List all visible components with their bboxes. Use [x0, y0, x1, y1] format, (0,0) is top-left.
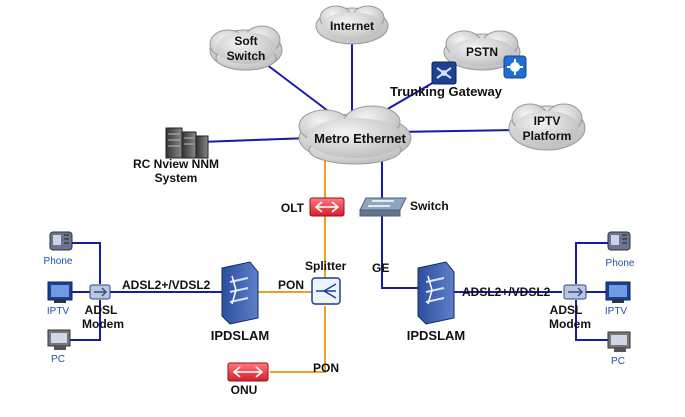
ipdslam-right-icon — [417, 261, 455, 325]
right-cpe-pc-link — [575, 300, 608, 341]
cloud-internet-label: Internet — [330, 19, 374, 33]
pstn-router-icon — [503, 55, 527, 79]
ipdslam-left-icon — [221, 261, 259, 325]
left-modem-label-2: Modem — [82, 317, 124, 331]
right-phone-icon — [607, 231, 631, 251]
adsl-right-label: ADSL2+/VDSL2 — [462, 285, 551, 299]
ipdslam-left-label: IPDSLAM — [211, 328, 270, 343]
left-cpe-phone-link — [70, 242, 101, 284]
left-cpe-pc-link — [70, 300, 101, 341]
left-phone-icon — [49, 231, 73, 251]
right-iptv-icon — [605, 281, 631, 303]
right-modem-label-2: Modem — [549, 317, 591, 331]
link-metro-iptv — [394, 129, 516, 133]
left-iptv-icon — [47, 281, 73, 303]
switch-label: Switch — [410, 199, 449, 213]
cloud-pstn-label: PSTN — [466, 45, 498, 59]
right-modem-label-1: ADSL — [550, 303, 583, 317]
cloud-internet: Internet — [315, 5, 389, 45]
nnm-server-icon — [165, 127, 209, 159]
right-phone-label: Phone — [606, 258, 635, 269]
cloud-metro-label: Metro Ethernet — [314, 131, 406, 146]
nnm-label-1: RC Nview NNM — [133, 157, 219, 171]
right-pc-label: PC — [611, 356, 625, 367]
cloud-iptv-label-1: IPTV — [534, 114, 561, 128]
right-pc-icon — [607, 331, 631, 352]
right-iptv-label: IPTV — [605, 306, 628, 317]
left-phone-label: Phone — [44, 256, 73, 267]
olt-icon — [309, 197, 345, 217]
nnm-label-2: System — [155, 171, 198, 185]
pon-upper-label: PON — [278, 278, 304, 292]
onu-label: ONU — [231, 383, 258, 397]
trunking-gateway-icon — [431, 61, 457, 85]
right-cpe-phone-link — [575, 242, 608, 284]
trunking-gateway-label: Trunking Gateway — [390, 84, 503, 99]
splitter-icon — [311, 277, 341, 305]
left-pc-label: PC — [51, 354, 65, 365]
pon-lower-label: PON — [313, 361, 339, 375]
cloud-iptv-platform: IPTV Platform — [508, 103, 586, 151]
cloud-metro-ethernet: Metro Ethernet — [298, 105, 412, 165]
onu-icon — [227, 362, 269, 382]
switch-icon — [359, 197, 407, 217]
left-modem-icon — [89, 284, 111, 300]
cloud-iptv-label-2: Platform — [523, 129, 572, 143]
left-iptv-label: IPTV — [47, 306, 70, 317]
cloud-soft-switch: Soft Switch — [209, 25, 283, 71]
cloud-soft-switch-label-2: Switch — [227, 49, 266, 63]
left-modem-label-1: ADSL — [85, 303, 118, 317]
olt-label: OLT — [281, 201, 305, 215]
right-modem-icon — [563, 284, 587, 300]
splitter-label: Splitter — [305, 259, 347, 273]
left-pc-icon — [47, 329, 71, 350]
link-metro-nnm — [199, 137, 311, 143]
cloud-pstn: PSTN — [443, 30, 521, 71]
ipdslam-right-label: IPDSLAM — [407, 328, 466, 343]
ge-label: GE — [372, 261, 389, 275]
cloud-soft-switch-label-1: Soft — [234, 34, 257, 48]
adsl-left-label: ADSL2+/VDSL2 — [122, 278, 211, 292]
link-splitter-onu — [270, 306, 326, 373]
pon-links — [258, 158, 326, 373]
link-ge — [381, 215, 418, 289]
